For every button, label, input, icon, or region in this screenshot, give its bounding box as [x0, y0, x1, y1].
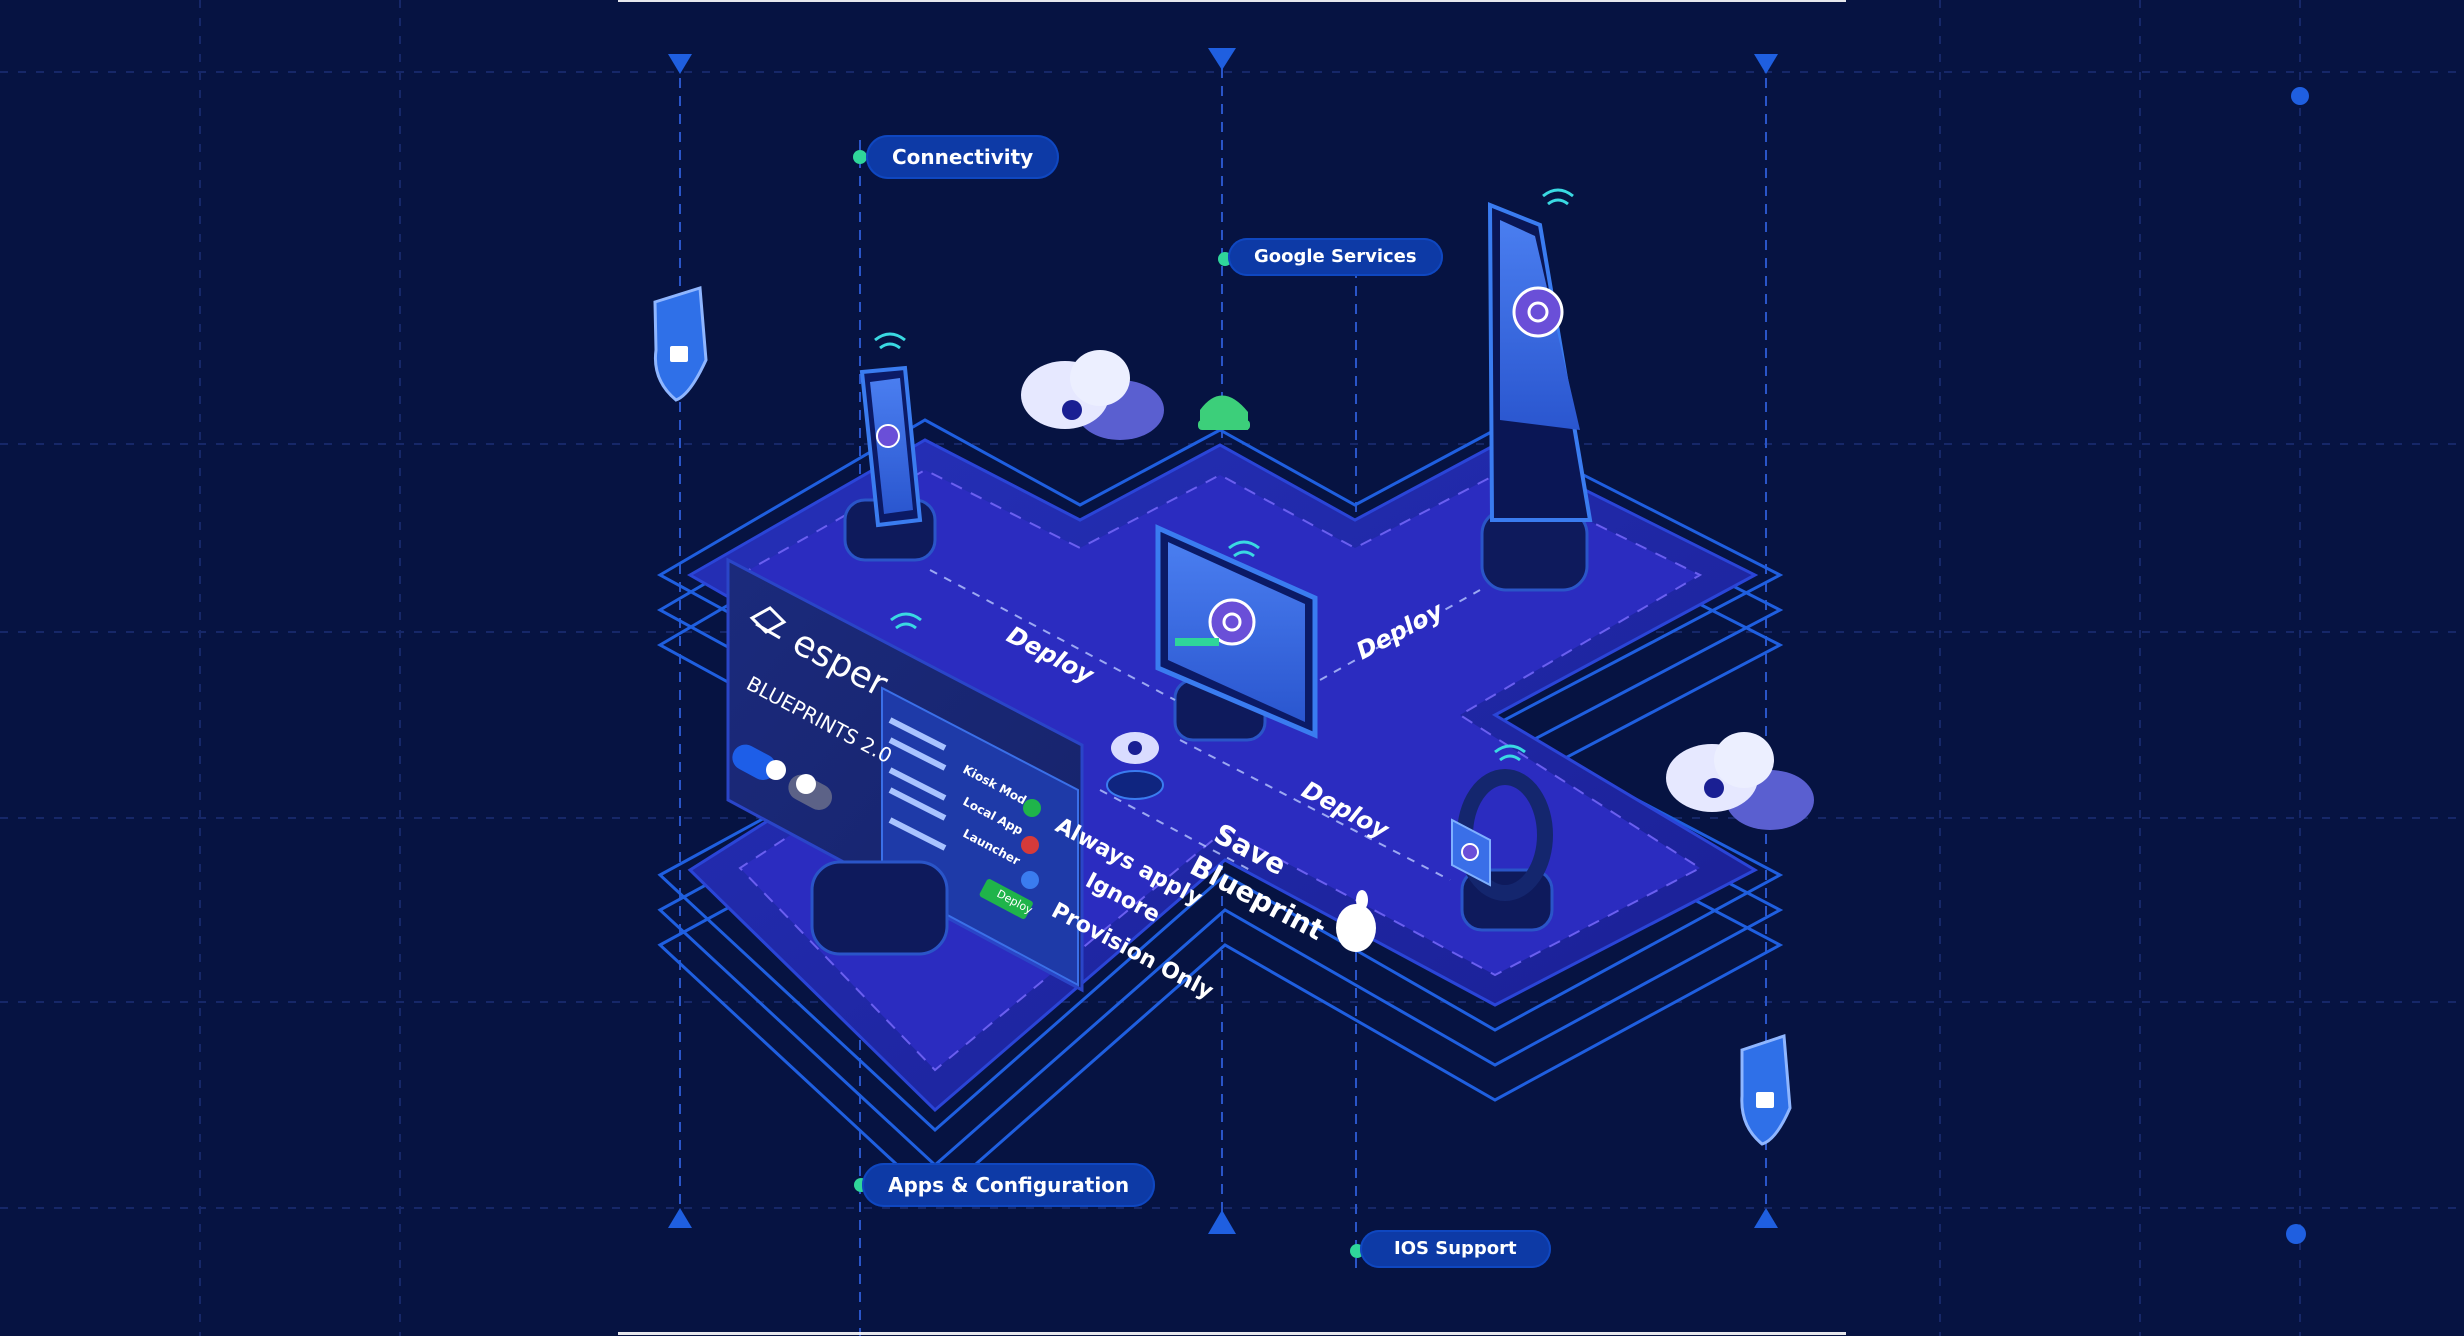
flow-paths: [929, 569, 1481, 881]
guide-markers: [668, 48, 2309, 1244]
watch-device: [1451, 769, 1554, 932]
apple-icon: [1336, 890, 1376, 952]
apps-configuration-callout: Apps & Configuration: [862, 1163, 1156, 1207]
esper-logo-icon: [749, 606, 787, 640]
blueprint-panel: esper BLUEPRINTS 2.0 Kiosk Mode Local Ap…: [726, 557, 1084, 993]
connectivity-callout: Connectivity: [866, 135, 1060, 179]
bottom-edge-line: [618, 1332, 1846, 1335]
panel-stripes: [888, 717, 947, 851]
phone-device: [843, 365, 937, 562]
google-services-callout: Google Services: [1228, 238, 1443, 276]
minus-icon: [1021, 836, 1039, 854]
kiosk-device: [1480, 202, 1593, 592]
blueprint-hub: [1106, 732, 1164, 800]
cloud-gear-icon-right: [1666, 732, 1814, 830]
monitor-device: [1155, 524, 1318, 742]
panel-deploy-button: [979, 879, 1033, 920]
wifi-icon: [874, 188, 1574, 762]
cloud-gear-icon: [1021, 350, 1164, 440]
lower-pedestal: [810, 860, 949, 956]
top-edge-line: [618, 0, 1846, 2]
ios-support-callout: IOS Support: [1360, 1230, 1551, 1268]
connectivity-dot: [853, 150, 867, 164]
check-icon: [1023, 799, 1041, 817]
arrow-icon: [1021, 871, 1039, 889]
toggle-switches: [732, 744, 833, 810]
android-icon: [1198, 395, 1250, 430]
shield-lock-icon: [653, 286, 708, 402]
shield-lock-icon-right: [1740, 1033, 1792, 1146]
